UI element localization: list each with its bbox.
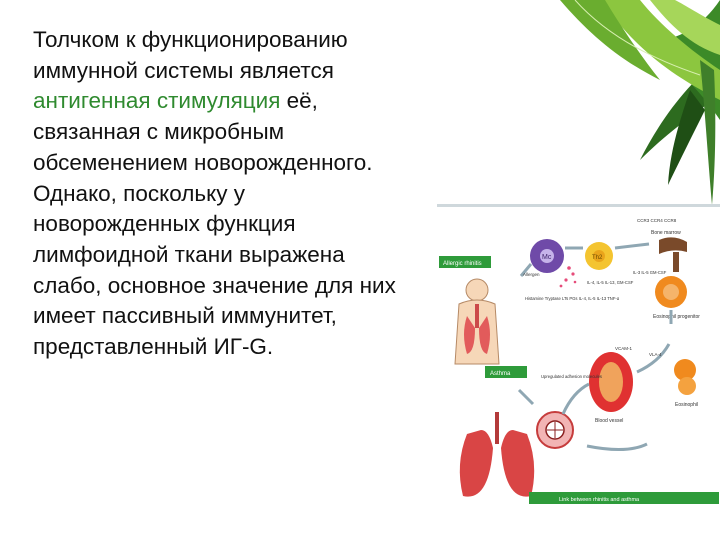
vla-label: VLA-4 xyxy=(649,352,662,357)
eosinophil-progenitor-icon: Eosinophil progenitor xyxy=(653,276,700,320)
allergic-rhinitis-label: Allergic rhinitis xyxy=(443,261,482,267)
paragraph-text-end: её, связанная с микробным обсеменением н… xyxy=(33,88,396,360)
blood-vessel-label: Blood vessel xyxy=(595,418,623,424)
eosinophil-progenitor-label: Eosinophil progenitor xyxy=(653,314,700,320)
rhinitis-asthma-diagram: Allergic rhinitis Asthma Mc xyxy=(437,204,720,510)
footer-banner xyxy=(529,492,719,504)
chemokine-label: CCR3 CCR4 CCR8 xyxy=(637,218,677,223)
connector-arrows xyxy=(517,242,673,451)
eosinophil-icon: Eosinophil xyxy=(674,359,698,408)
th2-label: Th2 xyxy=(592,255,603,261)
bone-marrow-icon: Bone marrow xyxy=(651,230,687,272)
paragraph-text-start: Толчком к функционированию иммунной сист… xyxy=(33,27,348,83)
adhesion-label: Upregulated adhesion molecules xyxy=(541,374,602,379)
human-figure-icon xyxy=(454,278,500,365)
mast-cell-icon: Mc xyxy=(530,239,577,288)
vcam-label: VCAM-1 xyxy=(615,346,632,351)
th2-cell-icon: Th2 xyxy=(585,242,613,270)
bronchus-icon xyxy=(536,411,574,449)
mediators-label: Histamine Tryptase LTs PGs IL-4, IL-5 IL… xyxy=(525,296,620,301)
blood-vessel-icon: Blood vessel xyxy=(589,352,633,424)
bone-marrow-label: Bone marrow xyxy=(651,230,681,236)
slide-paragraph: Толчком к функционированию иммунной сист… xyxy=(33,25,413,363)
allergic-rhinitis-banner xyxy=(439,256,491,268)
paragraph-highlight: антигенная стимуляция xyxy=(33,88,281,114)
eosinophil-label: Eosinophil xyxy=(675,402,698,408)
il-list-label: IL-3 IL-5 GM-CSF xyxy=(633,270,667,275)
allergen-label: Allergen xyxy=(523,272,540,277)
asthma-label: Asthma xyxy=(490,371,511,377)
mast-cell-label: Mc xyxy=(542,254,552,261)
asthma-banner xyxy=(485,366,527,378)
lungs-icon xyxy=(459,412,535,497)
footer-label: Link between rhinitis and asthma xyxy=(559,497,640,503)
cytokines-label: IL-4, IL-5 IL-13, GM-CSF xyxy=(587,280,634,285)
